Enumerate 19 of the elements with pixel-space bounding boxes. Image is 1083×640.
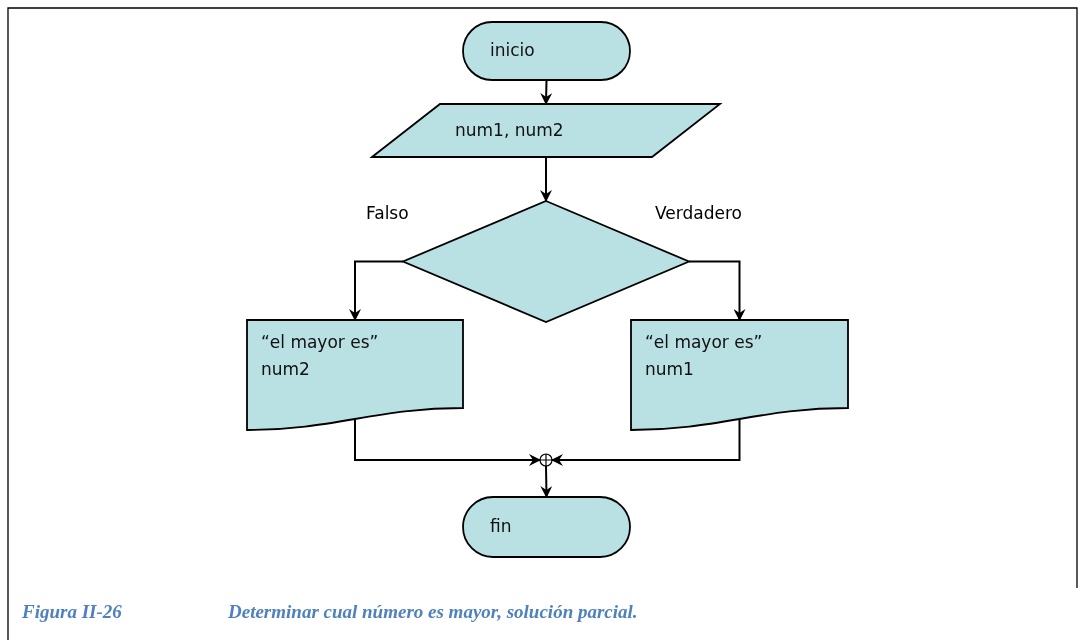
arrow [540, 156, 552, 202]
node-text: num1, num2 [455, 119, 564, 142]
arrow [354, 418, 541, 466]
document-shape [631, 320, 848, 430]
arrow [349, 260, 404, 321]
node-text: “el mayor es” num1 [645, 331, 764, 381]
terminal-shape [463, 497, 630, 557]
input-parallelogram [372, 104, 720, 157]
node-text: fin [490, 515, 512, 538]
arrow [551, 418, 741, 466]
document-shape [247, 320, 463, 430]
arrow [688, 260, 746, 321]
figure-caption: Determinar cual número es mayor, solución parcial. [228, 601, 638, 623]
node-text: inicio [490, 39, 535, 62]
arrow [540, 79, 553, 105]
arrow [540, 465, 553, 498]
node-text: “el mayor es” num2 [261, 331, 380, 381]
terminal-shape [463, 22, 630, 80]
figure-number: Figura II-26 [22, 601, 122, 623]
